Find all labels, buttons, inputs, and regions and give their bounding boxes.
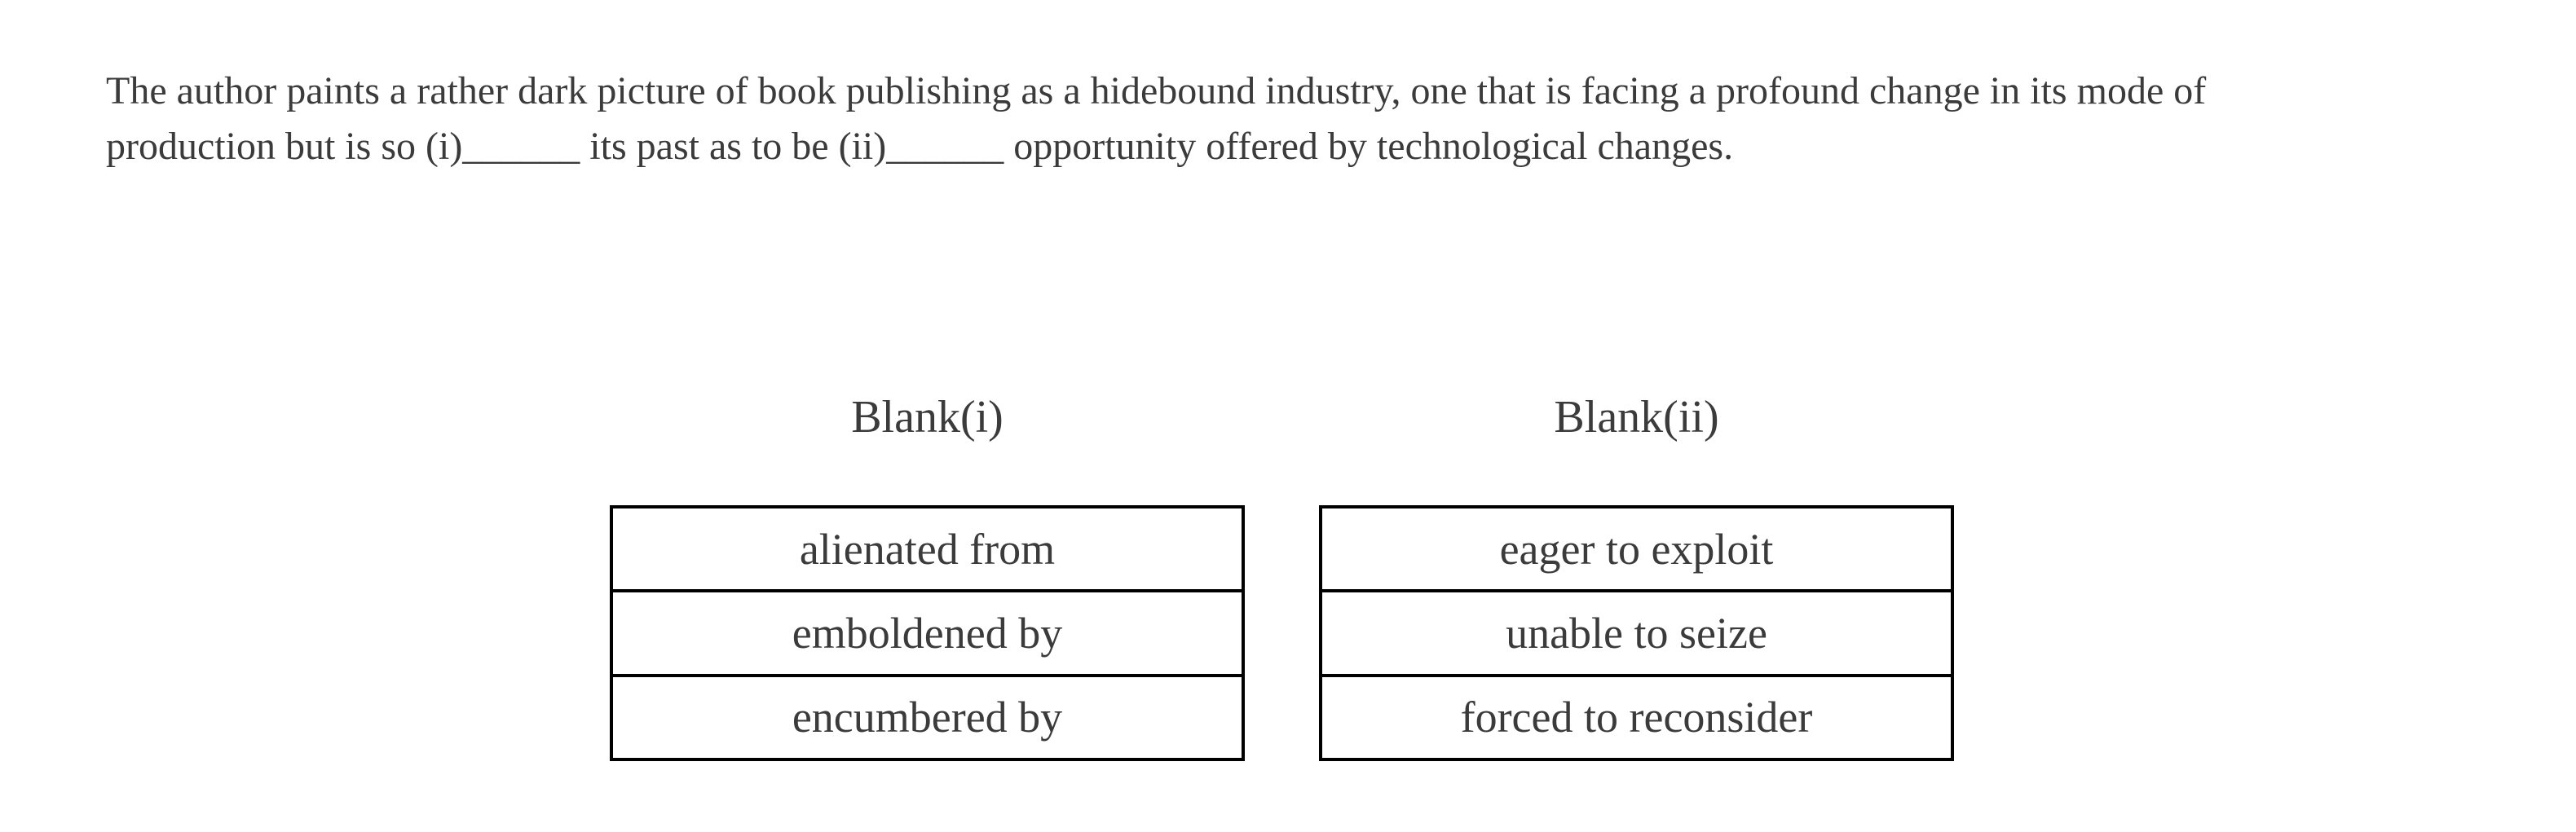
- blank-i-option-2[interactable]: emboldened by: [613, 589, 1242, 674]
- blank-ii-option-2[interactable]: unable to seize: [1322, 589, 1951, 674]
- blank-i-option-3[interactable]: encumbered by: [613, 673, 1242, 758]
- passage-line-2: production but is so (i)______ its past …: [106, 125, 1734, 168]
- passage-text: The author paints a rather dark picture …: [106, 64, 2206, 174]
- blank-i-header: Blank(i): [851, 392, 1003, 442]
- blank-i-options-table: alienated from emboldened by encumbered …: [610, 505, 1245, 761]
- blank-ii-options-table: eager to exploit unable to seize forced …: [1319, 505, 1954, 761]
- blank-ii-header: Blank(ii): [1554, 392, 1719, 442]
- blank-ii-option-3[interactable]: forced to reconsider: [1322, 673, 1951, 758]
- blank-i-option-1[interactable]: alienated from: [613, 508, 1242, 590]
- passage-line-1: The author paints a rather dark picture …: [106, 69, 2207, 112]
- blank-ii-option-1[interactable]: eager to exploit: [1322, 508, 1951, 590]
